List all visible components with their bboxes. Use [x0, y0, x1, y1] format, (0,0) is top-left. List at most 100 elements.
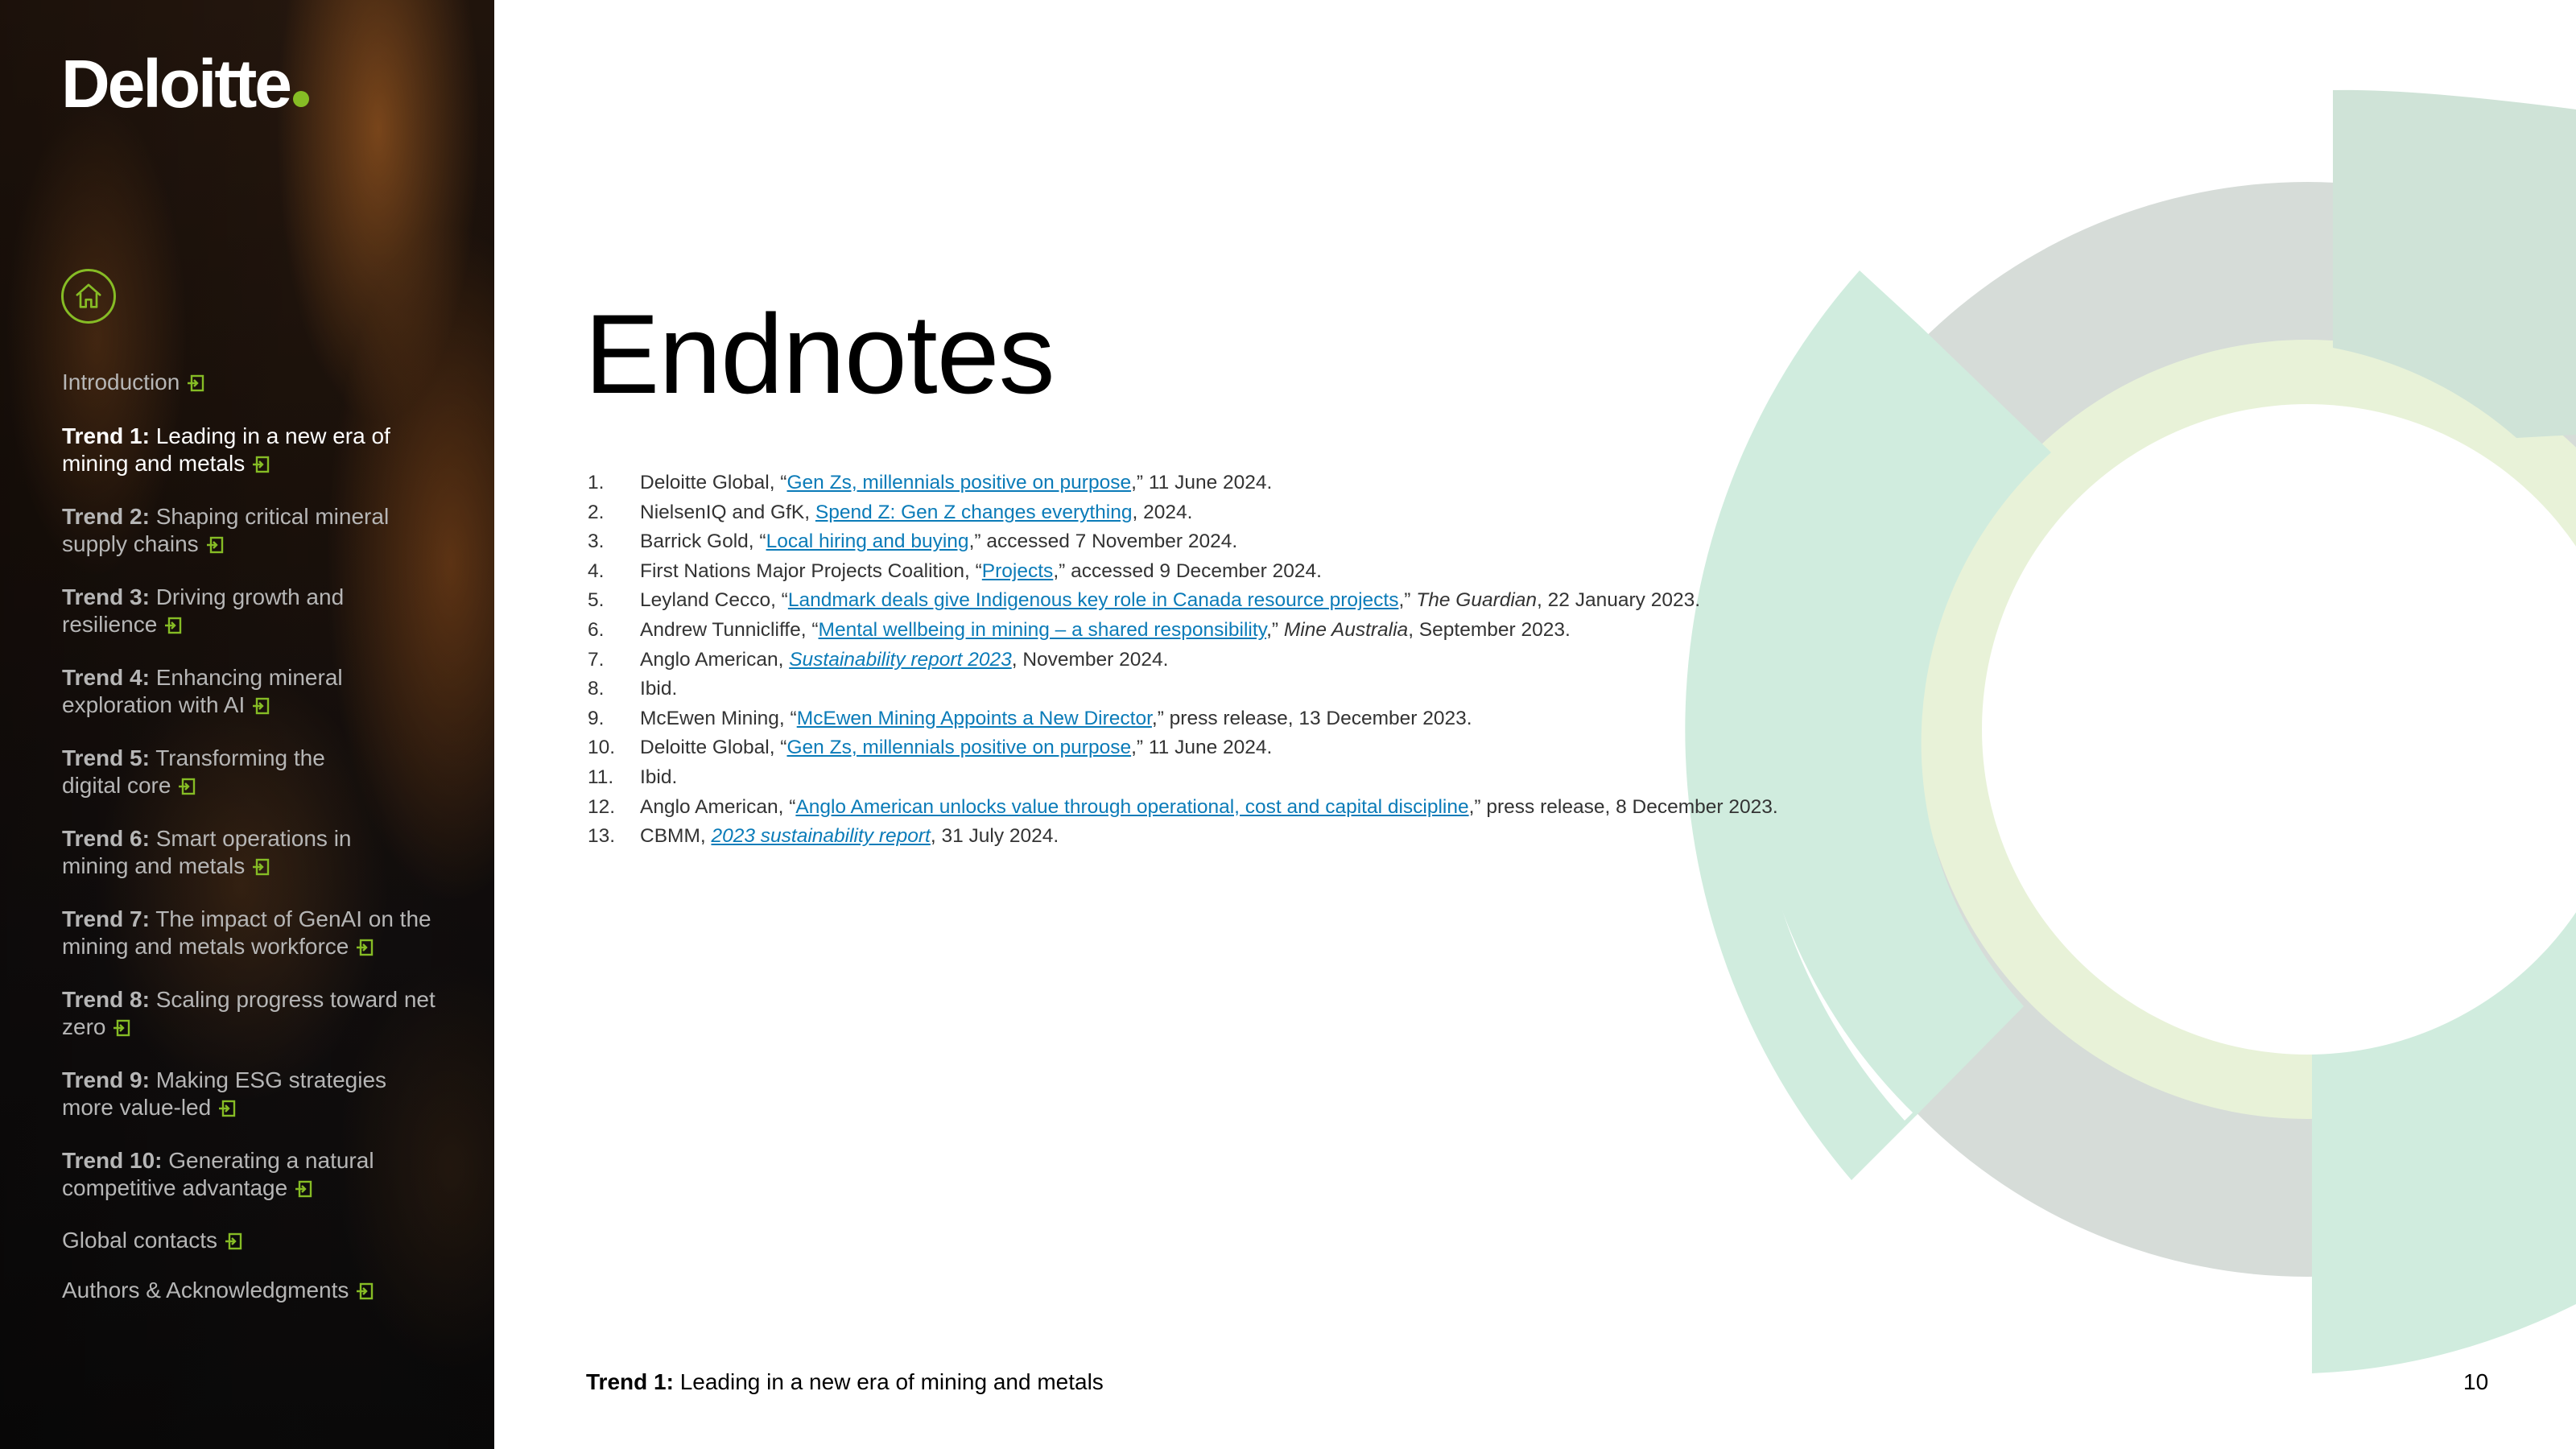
- go-to-section-icon: [253, 858, 270, 876]
- endnote-item: 6.Andrew Tunnicliffe, “Mental wellbeing …: [588, 616, 1876, 646]
- endnote-number: 1.: [588, 472, 605, 493]
- endnote-link[interactable]: Gen Zs, millennials positive on purpose: [786, 472, 1132, 493]
- sidebar-item-trend-1[interactable]: Trend 1: Leading in a new era of mining …: [62, 423, 416, 477]
- endnote-text: ,” 11 June 2024.: [1131, 737, 1273, 759]
- sidebar-item-prefix: Trend 5:: [62, 745, 150, 770]
- sidebar-item-label: Generating a natural competitive advanta…: [62, 1148, 374, 1200]
- endnote-number: 12.: [588, 795, 616, 818]
- endnote-item: 1.Deloitte Global, “Gen Zs, millennials …: [588, 469, 1876, 498]
- sidebar-item-prefix: Trend 1:: [62, 423, 150, 448]
- sidebar-item-prefix: Trend 10:: [62, 1148, 163, 1173]
- endnote-number: 3.: [588, 530, 605, 553]
- endnote-item: 7.Anglo American, Sustainability report …: [588, 646, 1876, 675]
- endnote-item: 9.McEwen Mining, “McEwen Mining Appoints…: [588, 704, 1876, 734]
- sidebar-item-trend-5[interactable]: Trend 5: Transforming the digital core: [62, 745, 368, 799]
- sidebar-item-prefix: Trend 6:: [62, 826, 150, 851]
- endnote-link[interactable]: Local hiring and buying: [766, 530, 969, 553]
- sidebar-item-trend-6[interactable]: Trend 6: Smart operations in mining and …: [62, 825, 400, 880]
- sidebar-item-trend-4[interactable]: Trend 4: Enhancing mineral exploration w…: [62, 664, 400, 719]
- sidebar-item-prefix: Trend 3:: [62, 584, 150, 609]
- endnote-link[interactable]: Mental wellbeing in mining – a shared re…: [818, 618, 1267, 641]
- sidebar-item-introduction[interactable]: Introduction: [62, 369, 473, 396]
- endnote-text: ,” press release, 13 December 2023.: [1151, 707, 1472, 729]
- endnote-link[interactable]: McEwen Mining Appoints a New Director: [796, 707, 1152, 729]
- page-title: Endnotes: [584, 291, 1055, 417]
- endnote-number: 5.: [588, 589, 605, 612]
- decor-mid-ring: [1918, 340, 2576, 1119]
- endnote-item: 8.Ibid.: [588, 675, 1876, 704]
- endnote-text: Anglo American, “: [640, 795, 796, 818]
- go-to-section-icon: [179, 778, 196, 795]
- endnote-link[interactable]: Sustainability report 2023: [789, 648, 1012, 671]
- sidebar-item-label: The impact of GenAI on the mining and me…: [62, 906, 431, 959]
- endnote-text: ,” press release, 8 December 2023.: [1468, 795, 1778, 818]
- go-to-section-icon: [165, 617, 182, 634]
- endnote-text: Andrew Tunnicliffe, “: [640, 618, 819, 641]
- endnotes-list: 1.Deloitte Global, “Gen Zs, millennials …: [588, 469, 1876, 852]
- endnote-item: 10.Deloitte Global, “Gen Zs, millennials…: [588, 733, 1876, 763]
- endnote-text: ,”: [1398, 589, 1417, 612]
- endnote-link[interactable]: Projects: [981, 559, 1054, 582]
- sidebar-item-trend-7[interactable]: Trend 7: The impact of GenAI on the mini…: [62, 906, 473, 960]
- endnote-text: Ibid.: [640, 766, 678, 788]
- endnote-text: , 22 January 2023.: [1537, 589, 1700, 612]
- endnote-item: 3.Barrick Gold, “Local hiring and buying…: [588, 527, 1876, 557]
- endnote-text: ,” 11 June 2024.: [1131, 472, 1273, 493]
- endnote-text: NielsenIQ and GfK,: [640, 501, 815, 523]
- endnote-item: 11. Ibid.: [588, 763, 1876, 793]
- go-to-section-icon: [253, 697, 270, 715]
- decor-left-arc: [1685, 270, 2021, 1180]
- endnote-number: 13.: [588, 825, 616, 848]
- endnote-text: , 2024.: [1132, 501, 1193, 523]
- endnote-text: CBMM,: [640, 825, 712, 848]
- sidebar-item-trend-3[interactable]: Trend 3: Driving growth and resilience: [62, 584, 400, 638]
- endnote-text: , November 2024.: [1011, 648, 1169, 671]
- endnote-link[interactable]: Landmark deals give Indigenous key role …: [787, 589, 1399, 612]
- sidebar-item-label: Making ESG strategies more value-led: [62, 1067, 387, 1120]
- endnote-item: 5. Leyland Cecco, “Landmark deals give In…: [588, 586, 1876, 616]
- endnote-link[interactable]: Spend Z: Gen Z changes everything: [815, 501, 1133, 523]
- logo-text: Deloitte: [61, 46, 292, 122]
- logo-dot: [293, 91, 310, 107]
- sidebar-item-trend-9[interactable]: Trend 9: Making ESG strategies more valu…: [62, 1067, 416, 1121]
- endnote-publication: The Guardian: [1416, 589, 1538, 612]
- home-icon: [76, 283, 101, 308]
- endnote-text: , 31 July 2024.: [930, 825, 1059, 848]
- endnote-text: Leyland Cecco, “: [640, 589, 788, 612]
- footer-trend-prefix: Trend 1:: [586, 1369, 674, 1394]
- endnote-link[interactable]: Anglo American unlocks value through ope…: [795, 795, 1469, 818]
- endnote-number: 7.: [588, 648, 605, 671]
- sidebar-item-trend-2[interactable]: Trend 2: Shaping critical mineral supply…: [62, 503, 416, 558]
- deloitte-logo[interactable]: Deloitte: [61, 50, 310, 118]
- go-to-section-icon: [357, 939, 374, 956]
- sidebar-item-label: Enhancing mineral exploration with AI: [62, 665, 343, 717]
- home-button[interactable]: [61, 269, 116, 324]
- sidebar-item-prefix: Trend 7:: [62, 906, 150, 931]
- endnote-item: 12. Anglo American, “Anglo American unloc…: [588, 793, 1876, 823]
- sidebar-item-label: Authors & Acknowledgments: [62, 1278, 349, 1302]
- footer-trend-title: Leading in a new era of mining and metal…: [673, 1369, 1104, 1394]
- endnote-text: Deloitte Global, “: [640, 737, 787, 759]
- footer-section-label[interactable]: Trend 1: Leading in a new era of mining …: [586, 1368, 1104, 1396]
- sidebar-item-label: Driving growth and resilience: [62, 584, 345, 637]
- sidebar-item-label: Global contacts: [62, 1228, 217, 1253]
- sidebar-item-trend-8[interactable]: Trend 8: Scaling progress toward net zer…: [62, 986, 440, 1041]
- go-to-section-icon: [219, 1100, 236, 1117]
- sidebar-item-global-contacts[interactable]: Global contacts: [62, 1227, 473, 1254]
- sidebar-item-authors-acknowledgments[interactable]: Authors & Acknowledgments: [62, 1277, 473, 1304]
- sidebar-item-label: Introduction: [62, 369, 180, 394]
- endnote-link[interactable]: Gen Zs, millennials positive on purpose: [786, 737, 1132, 759]
- sidebar-item-trend-10[interactable]: Trend 10: Generating a natural competiti…: [62, 1147, 416, 1202]
- sidebar-item-label: Scaling progress toward net zero: [62, 987, 436, 1039]
- endnote-text: First Nations Major Projects Coalition, …: [640, 559, 982, 582]
- endnote-number: 4.: [588, 559, 605, 582]
- endnote-number: 11.: [588, 766, 614, 788]
- decor-bottom-right-wedge: [2312, 886, 2576, 1373]
- decor-left-arc-inner: [1748, 325, 2051, 1116]
- endnote-item: 2.NielsenIQ and GfK, Spend Z: Gen Z chan…: [588, 498, 1876, 528]
- go-to-section-icon: [295, 1180, 312, 1198]
- endnote-number: 9.: [588, 707, 605, 729]
- endnote-text: Ibid.: [640, 678, 678, 700]
- endnote-link[interactable]: 2023 sustainability report: [711, 825, 931, 848]
- decor-top-right-wedge: [2333, 89, 2576, 438]
